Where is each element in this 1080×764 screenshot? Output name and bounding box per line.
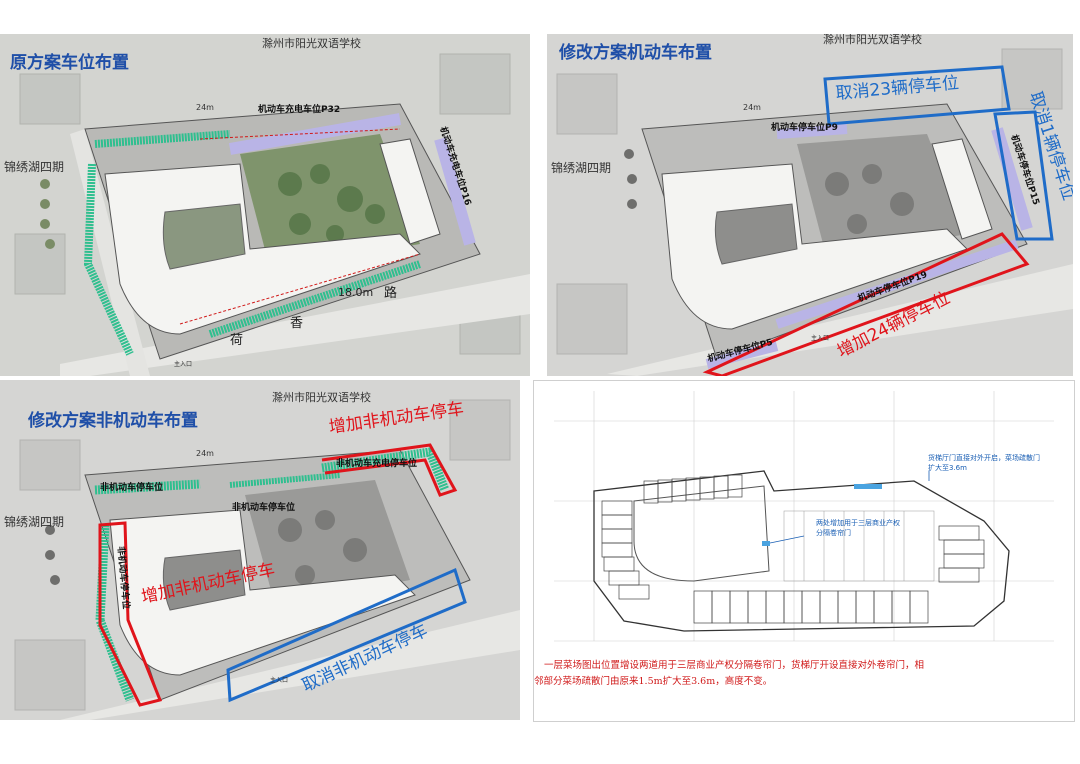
label-p9: 机动车停车位P9 [771, 123, 838, 133]
road-width: 18.0m [338, 286, 374, 299]
panel-floor-plan: 货梯厅门直接对外开启，菜场疏散门扩大至3.6m 两处增加用于三层商业产权分隔卷帘… [533, 380, 1075, 722]
road-name-1: 荷 [230, 333, 244, 348]
site-plan-motor [547, 34, 1073, 376]
panel-title: 修改方案机动车布置 [559, 43, 712, 63]
school-label: 滁州市阳光双语学校 [262, 37, 361, 50]
panel-modified-motor-parking: 修改方案机动车布置 滁州市阳光双语学校 锦绣湖四期 机动车停车位P9 机动车停车… [547, 34, 1073, 376]
top-width: 24m [743, 103, 761, 112]
entrance-label: 主入口 [270, 677, 289, 684]
label-nonmotor-2: 非机动车停车位 [232, 503, 296, 513]
panel-original-parking: 原方案车位布置 滁州市阳光双语学校 锦绣湖四期 机动车充电车位P32 机动车充电… [0, 34, 530, 376]
lake-label: 锦绣湖四期 [4, 515, 65, 529]
school-label: 滁州市阳光双语学校 [823, 34, 922, 46]
school-label: 滁州市阳光双语学校 [272, 391, 371, 404]
site-plan-original [0, 34, 530, 376]
top-width: 24m [196, 449, 214, 458]
entrance-label: 主入口 [811, 335, 830, 342]
road-name-3: 路 [384, 286, 398, 301]
caption-line-1: 一层菜场图出位置增设两道用于三层商业产权分隔卷帘门，货梯厅开设直接对外卷帘门，相 [544, 660, 925, 671]
floor-plan-drawing [534, 381, 1074, 721]
label-nonmotor-1: 非机动车停车位 [100, 483, 164, 493]
lake-label: 锦绣湖四期 [4, 160, 65, 174]
label-p32: 机动车充电车位P32 [258, 105, 341, 115]
top-width: 24m [196, 103, 214, 112]
note-shutter-doors: 两处增加用于三层商业产权分隔卷帘门 [816, 519, 900, 537]
panel-title: 原方案车位布置 [10, 53, 129, 73]
site-plan-nonmotor [0, 380, 520, 720]
lake-label: 锦绣湖四期 [551, 161, 612, 175]
note-freight-door: 货梯厅门直接对外开启，菜场疏散门扩大至3.6m [928, 454, 1040, 472]
panel-modified-nonmotor-parking: 修改方案非机动车布置 滁州市阳光双语学校 锦绣湖四期 非机动车停车位 非机动车停… [0, 380, 520, 720]
entrance-label: 主入口 [174, 361, 193, 368]
label-nonmotor-charge: 非机动车充电停车位 [336, 459, 418, 469]
panel-title: 修改方案非机动车布置 [28, 411, 198, 431]
caption-line-2: 邻部分菜场疏散门由原来1.5m扩大至3.6m，高度不变。 [534, 676, 773, 687]
road-name-2: 香 [290, 316, 304, 331]
